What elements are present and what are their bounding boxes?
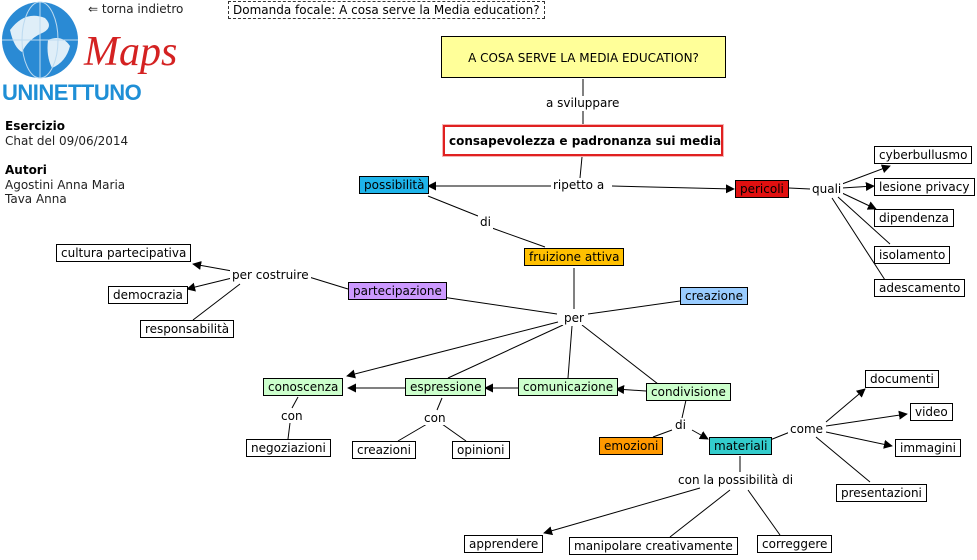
exercise-value: Chat del 09/06/2014	[5, 134, 129, 148]
node-cultura-partecipativa[interactable]: cultura partecipativa	[56, 244, 192, 262]
link-con-la-possibilita-di: con la possibilità di	[676, 473, 796, 487]
author-1: Agostini Anna Maria	[5, 178, 126, 192]
back-link[interactable]: ⇐ torna indietro	[88, 2, 184, 16]
node-democrazia[interactable]: democrazia	[108, 286, 188, 304]
node-responsabilita[interactable]: responsabilità	[140, 320, 235, 338]
node-creazioni[interactable]: creazioni	[352, 441, 416, 459]
node-negoziazioni[interactable]: negoziazioni	[246, 439, 331, 457]
globe-logo-icon	[2, 1, 78, 79]
node-dipendenza[interactable]: dipendenza	[874, 209, 954, 227]
node-documenti[interactable]: documenti	[865, 370, 939, 388]
link-di-2: di	[673, 418, 688, 432]
node-partecipazione[interactable]: partecipazione	[348, 282, 447, 300]
node-presentazioni[interactable]: presentazioni	[836, 484, 927, 502]
focal-question: Domanda focale: A cosa serve la Media ed…	[228, 1, 545, 19]
node-opinioni[interactable]: opinioni	[452, 441, 510, 459]
node-isolamento[interactable]: isolamento	[874, 246, 951, 264]
node-creazione[interactable]: creazione	[680, 287, 748, 305]
node-immagini[interactable]: immagini	[895, 439, 961, 457]
link-per: per	[562, 311, 586, 325]
logo-maps: Maps	[84, 29, 178, 75]
link-con-2: con	[422, 411, 448, 425]
link-di-1: di	[478, 215, 493, 229]
node-emozioni[interactable]: emozioni	[599, 437, 664, 455]
node-apprendere[interactable]: apprendere	[464, 535, 544, 553]
node-fruizione-attiva[interactable]: fruizione attiva	[524, 248, 625, 266]
node-possibilita[interactable]: possibilità	[359, 176, 430, 194]
author-2: Tava Anna	[5, 192, 67, 206]
node-video[interactable]: video	[910, 403, 953, 421]
node-condivisione[interactable]: condivisione	[646, 383, 731, 401]
node-cyberbullismo[interactable]: cyberbullusmo	[874, 146, 973, 164]
node-conoscenza[interactable]: conoscenza	[263, 378, 344, 396]
node-manipolare-creativamente[interactable]: manipolare creativamente	[569, 537, 738, 555]
node-comunicazione[interactable]: comunicazione	[518, 378, 619, 396]
node-adescamento[interactable]: adescamento	[874, 279, 966, 297]
exercise-heading: Esercizio	[5, 119, 65, 133]
link-a-sviluppare: a sviluppare	[544, 96, 622, 110]
link-ripetto-a: ripetto a	[551, 178, 607, 192]
node-espressione[interactable]: espressione	[405, 378, 487, 396]
node-central[interactable]: consapevolezza e padronanza sui media	[443, 125, 723, 156]
link-per-costruire: per costruire	[230, 268, 311, 282]
node-lesione-privacy[interactable]: lesione privacy	[874, 178, 975, 196]
node-pericoli[interactable]: pericoli	[735, 180, 789, 198]
link-quali: quali	[810, 182, 844, 196]
node-correggere[interactable]: correggere	[757, 535, 833, 553]
node-materiali[interactable]: materiali	[709, 437, 773, 455]
link-con-1: con	[279, 409, 305, 423]
node-root[interactable]: A COSA SERVE LA MEDIA EDUCATION?	[441, 36, 726, 78]
link-come: come	[788, 422, 826, 436]
logo-brand: UNINETTUNO	[2, 80, 142, 105]
authors-heading: Autori	[5, 163, 47, 177]
